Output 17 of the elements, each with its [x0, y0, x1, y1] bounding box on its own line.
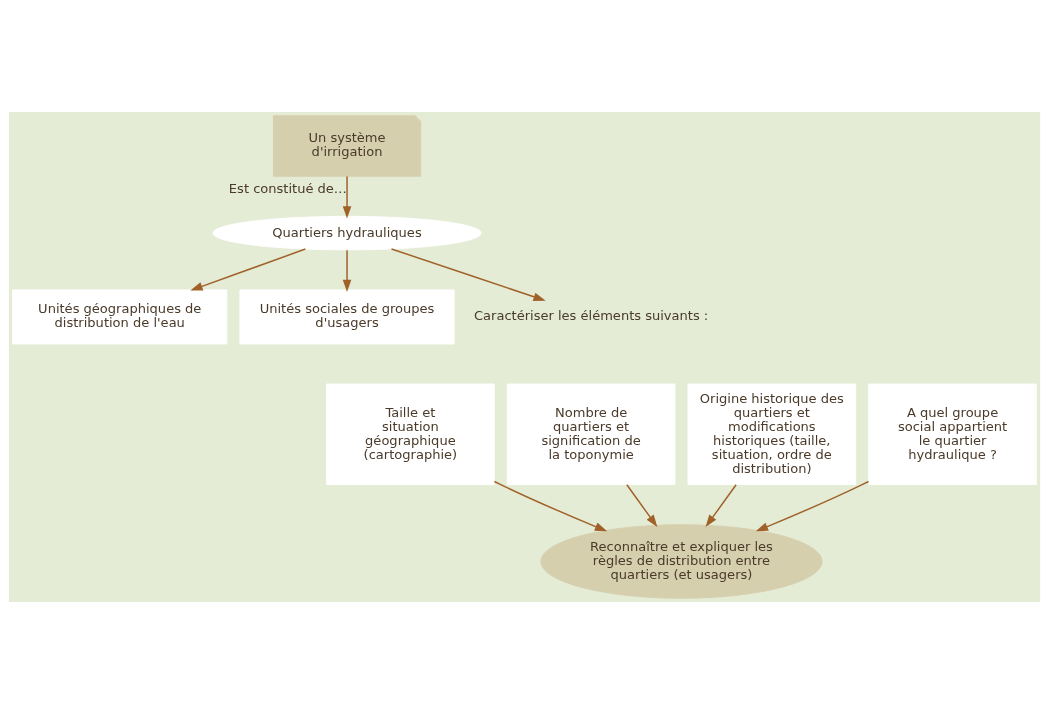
arrow: [705, 484, 737, 528]
arrow: [755, 480, 870, 532]
arrow: [493, 480, 608, 532]
node-box: Nombre de quartiers et signification de la toponymie: [506, 383, 676, 486]
arrow: [342, 175, 352, 219]
arrow: [190, 248, 307, 291]
arrow: [342, 249, 352, 293]
edge-label: Est constitué de…: [228, 180, 347, 196]
node-box: Unités géographiques de distribution de l'eau: [12, 289, 228, 345]
node-box: A quel groupe social appartient le quartier hydraulique ?: [868, 383, 1037, 486]
node-box: Origine historique des quartiers et modifications historiques (taille, situation, ordre de distribution): [687, 383, 857, 486]
node-box: Unités sociales de groupes d'usagers: [239, 289, 455, 345]
node-box: Taille et situation géographique (cartographie): [326, 383, 495, 486]
node-ellipse: Quartiers hydrauliques: [212, 215, 482, 251]
node-text: Caractériser les éléments suivants :: [473, 308, 709, 324]
arrow: [626, 484, 658, 528]
arrow: [390, 248, 546, 301]
